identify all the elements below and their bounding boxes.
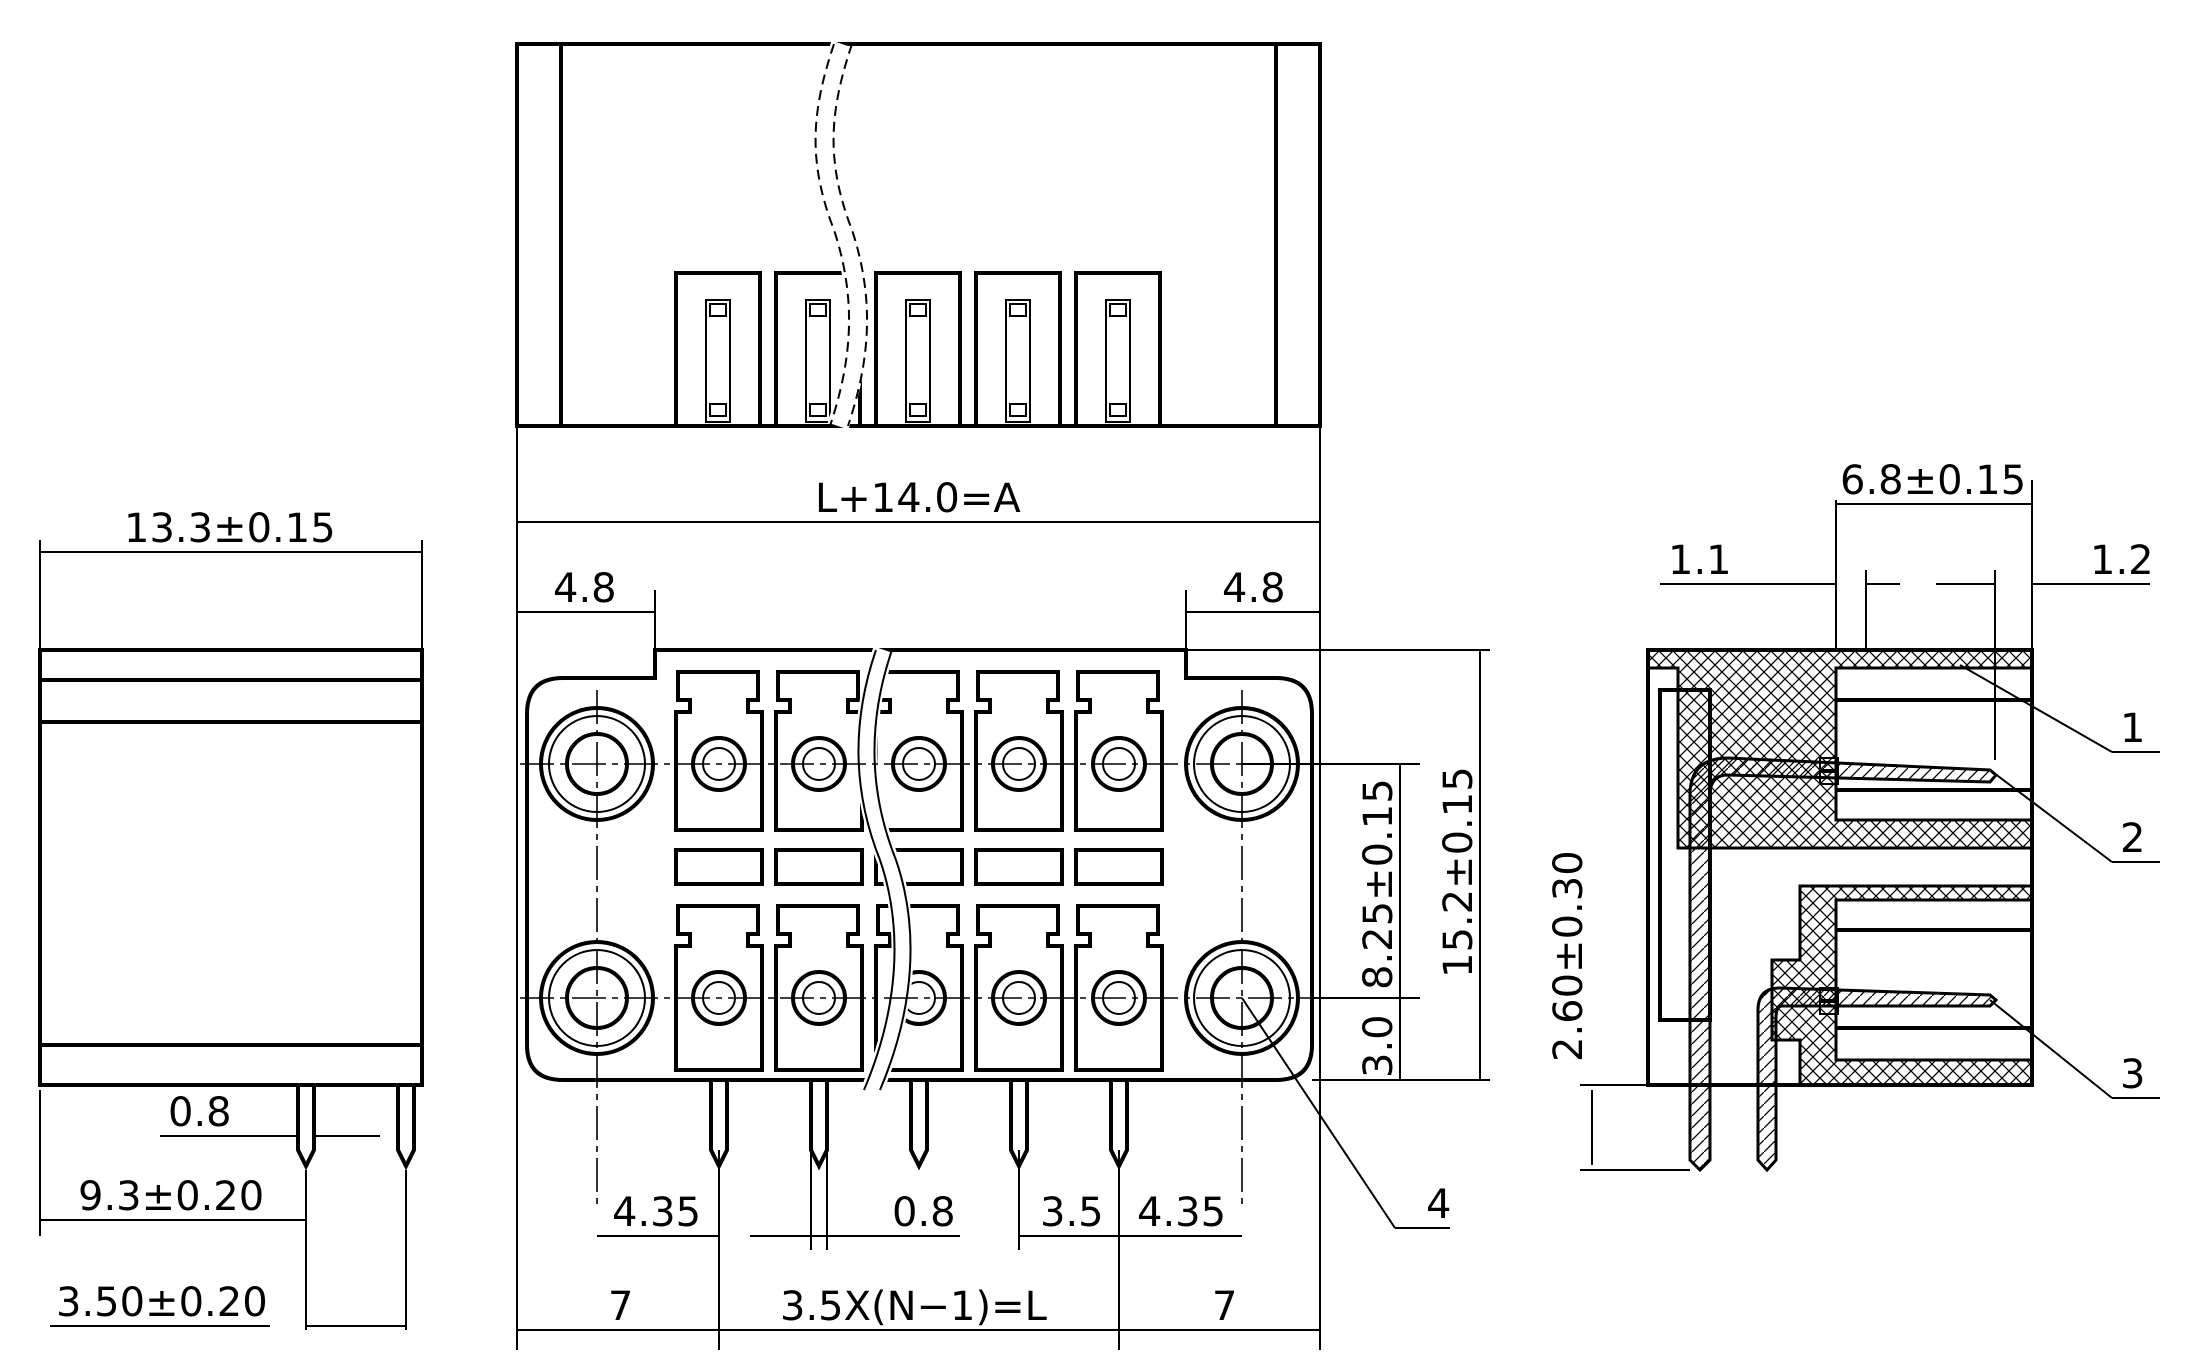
top-view-pockets bbox=[674, 271, 1162, 428]
front-view-dimensions bbox=[516, 426, 1490, 1350]
right-section-view bbox=[1646, 648, 2034, 1173]
front-view bbox=[520, 646, 1320, 1210]
top-view bbox=[515, 40, 1322, 430]
left-side-dimensions bbox=[39, 540, 423, 1330]
callout-1: 1 bbox=[2120, 706, 2145, 752]
contacts-top-row bbox=[674, 670, 1164, 832]
label-pitch-from-mount-right: 4.35 bbox=[1137, 1190, 1226, 1236]
callout-4: 4 bbox=[1426, 1182, 1451, 1228]
label-pin-length: 9.3±0.20 bbox=[78, 1174, 264, 1220]
label-section-left: 1.1 bbox=[1668, 538, 1732, 584]
label-pitch-from-mount-left: 4.35 bbox=[612, 1190, 701, 1236]
label-pin-width: 0.8 bbox=[168, 1090, 232, 1136]
front-pins bbox=[709, 1080, 1129, 1171]
label-pitch: 3.5 bbox=[1040, 1190, 1104, 1236]
label-standoff: 2.60±0.30 bbox=[1546, 850, 1592, 1062]
label-depth: 13.3±0.15 bbox=[124, 506, 336, 552]
label-section-right: 1.2 bbox=[2090, 538, 2154, 584]
label-bottom-offset: 3.0 bbox=[1356, 1014, 1402, 1078]
label-height: 15.2±0.15 bbox=[1436, 766, 1482, 978]
label-pin-width-front: 0.8 bbox=[892, 1190, 956, 1236]
callout-2: 2 bbox=[2120, 816, 2145, 862]
right-section-dimensions bbox=[1580, 480, 2160, 1171]
label-row-spacing: 8.25±0.15 bbox=[1356, 778, 1402, 990]
label-overall-length: L+14.0=A bbox=[815, 476, 1021, 522]
left-side-view bbox=[38, 648, 424, 1171]
label-section-width: 6.8±0.15 bbox=[1840, 458, 2026, 504]
label-end-offset-right: 4.8 bbox=[1222, 566, 1286, 612]
label-end-right: 7 bbox=[1212, 1284, 1237, 1330]
callout-3: 3 bbox=[2120, 1052, 2145, 1098]
label-end-left: 7 bbox=[608, 1284, 633, 1330]
label-pin-offset: 3.50±0.20 bbox=[56, 1280, 268, 1326]
middle-slots bbox=[674, 848, 1164, 886]
label-pitch-length: 3.5X(N−1)=L bbox=[780, 1284, 1048, 1330]
contacts-bottom-row bbox=[674, 904, 1164, 1072]
label-end-offset-left: 4.8 bbox=[553, 566, 617, 612]
